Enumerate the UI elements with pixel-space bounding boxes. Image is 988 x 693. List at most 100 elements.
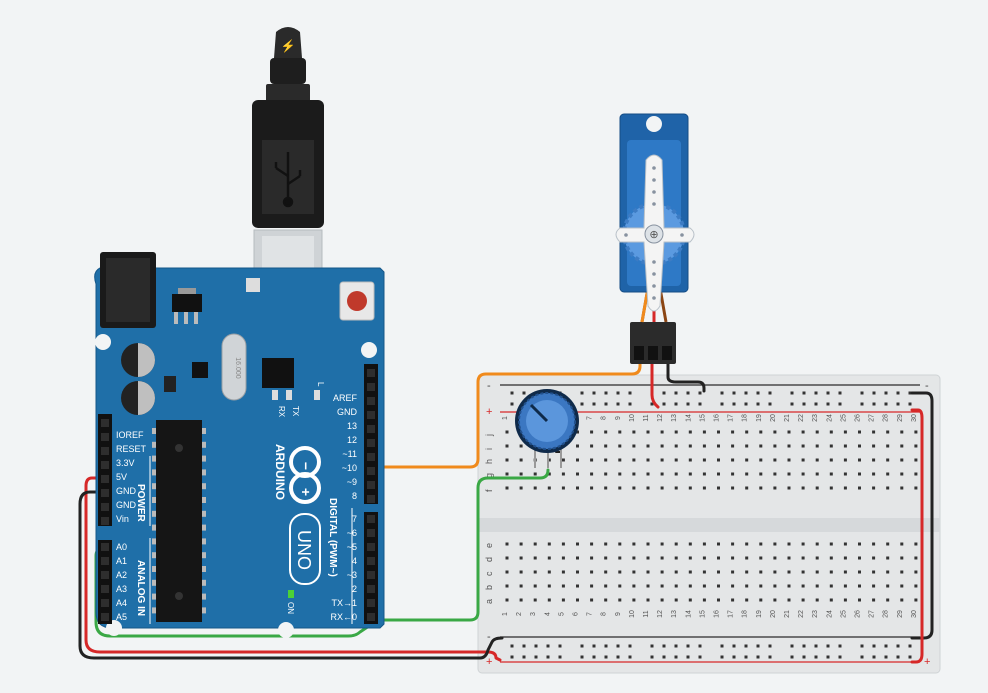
breadboard-hole: [646, 444, 650, 448]
header-pin[interactable]: [367, 613, 375, 621]
bolt-icon: ⚡: [281, 39, 296, 53]
pin-label: 3.3V: [116, 458, 135, 468]
servo-horn[interactable]: ⊕: [615, 154, 695, 312]
header-pin[interactable]: [367, 411, 375, 419]
rail-bridge-power[interactable]: [910, 408, 924, 664]
rail-hole: [732, 644, 736, 648]
row-letter: h: [484, 459, 494, 464]
servo-motor[interactable]: ⊕: [615, 113, 695, 364]
header-pin[interactable]: [101, 489, 109, 497]
breadboard-hole: [914, 598, 918, 602]
header-pin[interactable]: [101, 447, 109, 455]
breadboard-hole: [646, 542, 650, 546]
header-pin[interactable]: [101, 503, 109, 511]
header-pin[interactable]: [101, 517, 109, 525]
breadboard-hole: [632, 542, 636, 546]
column-number: 17: [728, 414, 735, 422]
servo-ground-wire[interactable]: [666, 360, 706, 393]
header-pin[interactable]: [367, 585, 375, 593]
header-pin[interactable]: [367, 529, 375, 537]
power-wire[interactable]: [84, 476, 502, 662]
header-pin[interactable]: [367, 425, 375, 433]
signal-wire[interactable]: [370, 360, 642, 469]
column-number: 26: [855, 610, 862, 618]
row-letter: b: [484, 585, 494, 590]
pin-label: ~9: [347, 477, 357, 487]
header-pin[interactable]: [367, 495, 375, 503]
breadboard-row-letters: j i h g f e d c b a: [484, 434, 494, 604]
header-pin[interactable]: [101, 461, 109, 469]
breadboard-hole: [787, 458, 791, 462]
breadboard-hole: [773, 458, 777, 462]
breadboard-hole: [886, 430, 890, 434]
breadboard-hole: [674, 542, 678, 546]
header-pin[interactable]: [101, 543, 109, 551]
potentiometer[interactable]: [515, 389, 579, 468]
breadboard-hole: [576, 444, 579, 448]
column-number: 17: [728, 610, 735, 618]
breadboard-hole: [914, 486, 918, 490]
rail-bridge-ground[interactable]: [910, 391, 934, 640]
column-number: 19: [756, 610, 763, 618]
rail-hole: [674, 402, 678, 406]
header-pin[interactable]: [367, 481, 375, 489]
breadboard-hole: [505, 570, 509, 574]
breadboard-hole: [843, 598, 847, 602]
header-pin[interactable]: [101, 613, 109, 621]
breadboard-hole: [843, 444, 847, 448]
breadboard-hole: [759, 598, 763, 602]
breadboard-hole: [519, 444, 523, 448]
breadboard-hole: [858, 556, 861, 560]
header-pin[interactable]: [101, 433, 109, 441]
header-pin[interactable]: [367, 467, 375, 475]
header-pin[interactable]: [101, 599, 109, 607]
rail-hole: [872, 402, 876, 406]
breadboard-hole: [745, 486, 749, 490]
header-pin[interactable]: [367, 599, 375, 607]
header-pin[interactable]: [101, 557, 109, 565]
breadboard-hole: [533, 584, 537, 588]
header-pin[interactable]: [101, 585, 109, 593]
chip-pin: [202, 552, 206, 559]
breadboard-hole: [604, 444, 608, 448]
breadboard-hole: [660, 584, 664, 588]
breadboard-hole: [731, 458, 735, 462]
header-pin[interactable]: [101, 419, 109, 427]
chip-pin: [202, 483, 206, 490]
digital-header-lower[interactable]: [364, 512, 378, 624]
rail-hole: [616, 391, 620, 395]
header-pin[interactable]: [367, 515, 375, 523]
rail-hole: [826, 402, 830, 406]
breadboard-hole: [604, 584, 608, 588]
breadboard-hole: [590, 556, 594, 560]
rail-hole: [628, 655, 632, 659]
header-pin[interactable]: [367, 543, 375, 551]
column-number: 13: [671, 610, 678, 618]
servo-power-wire[interactable]: [650, 360, 660, 409]
header-pin-holes: [101, 369, 375, 621]
header-pin[interactable]: [101, 571, 109, 579]
header-pin[interactable]: [367, 369, 375, 377]
column-number: 26: [855, 414, 862, 422]
breadboard-hole: [886, 486, 890, 490]
chip-pin: [152, 552, 156, 559]
breadboard[interactable]: - + - + - + 1122334455667788991010111112…: [477, 374, 941, 674]
rail-hole: [756, 644, 760, 648]
header-pin[interactable]: [367, 571, 375, 579]
arduino-uno[interactable]: 16.000 RX TX L − + ARDUINO UNO ON: [94, 230, 385, 638]
header-pin[interactable]: [367, 557, 375, 565]
chip-pin: [152, 538, 156, 545]
header-pin[interactable]: [101, 475, 109, 483]
header-pin[interactable]: [367, 439, 375, 447]
rail-hole: [534, 644, 538, 648]
header-pin[interactable]: [367, 397, 375, 405]
breadboard-hole: [505, 444, 509, 448]
header-pin[interactable]: [367, 453, 375, 461]
breadboard-hole: [688, 570, 692, 574]
rail-hole: [592, 402, 596, 406]
row-letter: e: [484, 543, 494, 548]
ground-wire[interactable]: [78, 490, 504, 660]
analog-header[interactable]: [98, 540, 112, 624]
power-header[interactable]: [98, 414, 112, 526]
header-pin[interactable]: [367, 383, 375, 391]
